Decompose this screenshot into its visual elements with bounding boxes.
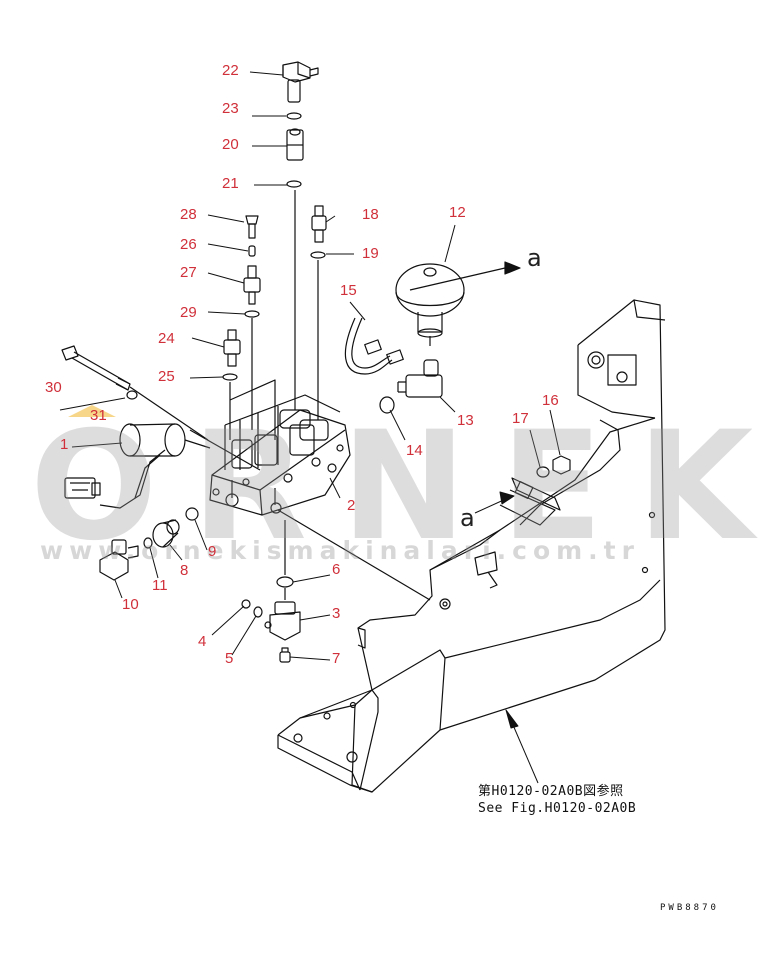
callout-30: 30 (45, 379, 62, 396)
o-ring-21 (286, 180, 302, 188)
nut-16 (552, 455, 571, 475)
o-ring-25 (222, 373, 238, 381)
o-ring-19 (310, 251, 326, 259)
view-arrow-label-upper: a (527, 244, 542, 272)
bolt-30 (61, 345, 209, 441)
callout-18: 18 (362, 206, 379, 223)
callout-6: 6 (332, 561, 341, 578)
fitting-20 (286, 128, 304, 161)
callout-3: 3 (332, 605, 341, 622)
callout-16: 16 (542, 392, 559, 409)
callout-28: 28 (180, 206, 197, 223)
callout-24: 24 (158, 330, 175, 347)
view-arrow-label-lower: a (460, 504, 475, 532)
fitting-18 (311, 205, 327, 243)
reference-note-jp: 第H0120-02A0B図参照 (478, 784, 624, 799)
hose (344, 317, 404, 375)
callout-27: 27 (180, 264, 197, 281)
mounting-bracket (277, 299, 666, 793)
reference-note: 第H0120-02A0B図参照 See Fig.H0120-02A0B (478, 783, 636, 817)
solenoid (64, 423, 211, 509)
callout-29: 29 (180, 304, 197, 321)
leader-lines (59, 71, 561, 784)
callout-22: 22 (222, 62, 239, 79)
accumulator (395, 261, 521, 346)
o-ring-23 (286, 112, 302, 120)
callout-17: 17 (512, 410, 529, 427)
callout-2: 2 (347, 497, 356, 514)
fitting-24 (223, 329, 241, 367)
plug-8 (152, 519, 180, 548)
nipple-26 (248, 245, 256, 257)
elbow-fitting-13 (379, 359, 443, 414)
callout-10: 10 (122, 596, 139, 613)
reference-note-en: See Fig.H0120-02A0B (478, 801, 637, 816)
o-ring-5 (253, 606, 263, 618)
callout-21: 21 (222, 175, 239, 192)
o-ring-11 (143, 537, 153, 549)
callout-14: 14 (406, 442, 423, 459)
callout-5: 5 (225, 650, 234, 667)
plug-7 (279, 647, 291, 663)
callout-26: 26 (180, 236, 197, 253)
callout-11: 11 (152, 577, 168, 594)
callout-20: 20 (222, 136, 239, 153)
callout-8: 8 (180, 562, 189, 579)
callout-4: 4 (198, 633, 207, 650)
callout-23: 23 (222, 100, 239, 117)
o-ring-29 (244, 310, 260, 318)
o-ring-4 (241, 599, 251, 609)
washer-17 (536, 466, 550, 478)
callout-12: 12 (449, 204, 466, 221)
tee-fitting-22 (282, 61, 319, 103)
pressure-switch-3 (264, 601, 301, 641)
elbow-10 (99, 539, 139, 581)
callout-1: 1 (60, 436, 69, 453)
callout-15: 15 (340, 282, 357, 299)
callout-13: 13 (457, 412, 474, 429)
watermark-url: www.ornekismakinalari.com.tr (40, 536, 640, 565)
o-ring-9 (185, 507, 199, 521)
callout-19: 19 (362, 245, 379, 262)
fitting-27 (243, 265, 261, 305)
callout-7: 7 (332, 650, 341, 667)
watermark-brand: ORNEK (30, 400, 769, 574)
washer-31 (126, 390, 138, 400)
plug-28 (245, 215, 259, 239)
watermark-logo-mark (68, 405, 116, 417)
drawing-code: PWB8870 (660, 903, 719, 913)
callout-25: 25 (158, 368, 175, 385)
o-ring-6 (276, 576, 294, 588)
callout-31: 31 (90, 407, 107, 424)
callout-9: 9 (208, 543, 217, 560)
